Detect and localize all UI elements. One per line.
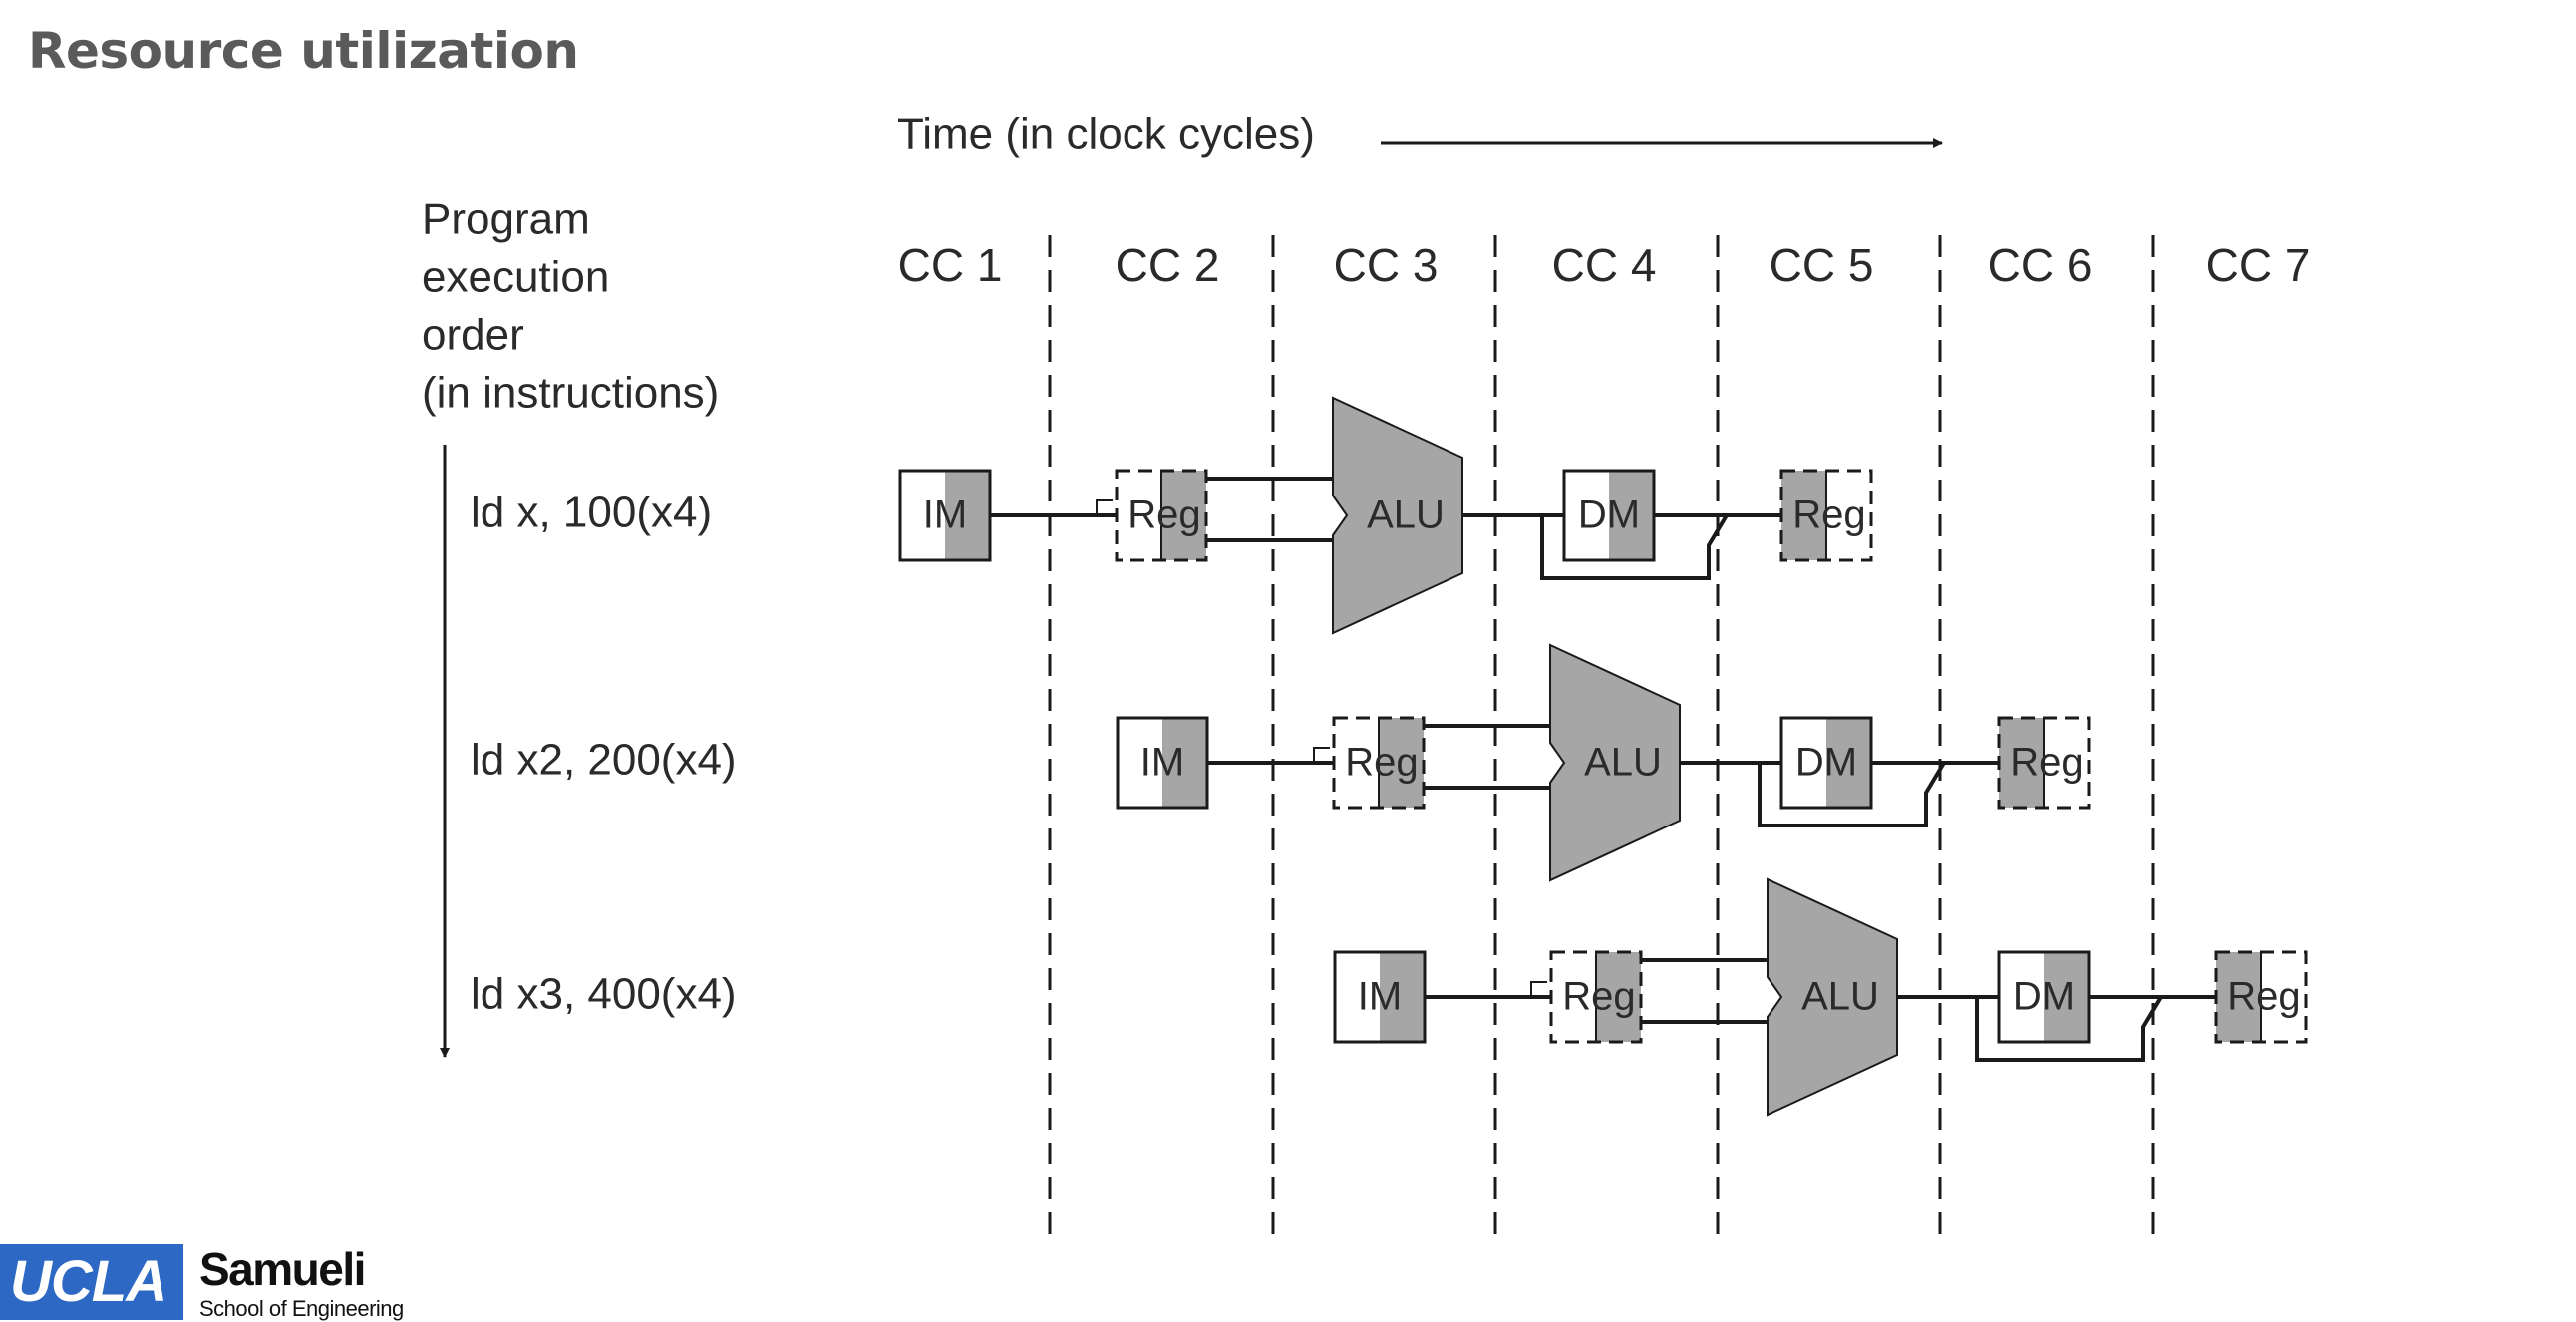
school-of-engineering-text: School of Engineering — [199, 1296, 404, 1321]
clock-cycle-label-3: CC 3 — [1334, 239, 1439, 291]
dm-shaded-half — [2044, 952, 2089, 1042]
slide-title: Resource utilization — [28, 22, 579, 80]
alu-label: ALU — [1584, 741, 1662, 785]
ucla-wordmark: UCLA — [0, 1244, 183, 1320]
execution-order-label-line: execution — [422, 253, 609, 302]
reg-write-shaded-half — [1781, 471, 1826, 560]
reg-read-label: Reg — [1345, 741, 1418, 785]
execution-order-label-line: (in instructions) — [422, 369, 719, 418]
instruction-row-3: ld x3, 400(x4) IM Reg ALU DM Reg — [471, 877, 2308, 1117]
instruction-row-2: ld x2, 200(x4) IM Reg ALU DM Reg — [471, 643, 2091, 882]
im-label: IM — [923, 494, 967, 537]
alu-shape — [1549, 643, 1681, 882]
dm-bypass-wire — [1758, 761, 1946, 827]
im-shaded-half — [945, 471, 990, 560]
dm-bypass-wire — [1540, 513, 1729, 580]
im-shaded-half — [1162, 718, 1207, 808]
clock-cycle-label-6: CC 6 — [1988, 239, 2093, 291]
instruction-row-1: ld x, 100(x4) IM Reg ALU DM Reg — [471, 396, 1873, 635]
reg-write-shaded-half — [1999, 718, 2044, 808]
dm-label: DM — [2013, 975, 2075, 1019]
reg-read-label: Reg — [1127, 494, 1200, 537]
reg-write-shaded-half — [2216, 952, 2261, 1042]
dm-bypass-wire — [1975, 995, 2163, 1062]
clock-cycle-label-5: CC 5 — [1770, 239, 1874, 291]
reg-read-shaded-half — [1596, 952, 1641, 1042]
instruction-label: ld x2, 200(x4) — [471, 736, 737, 785]
reg-read-shaded-half — [1379, 718, 1424, 808]
clock-cycle-label-2: CC 2 — [1116, 239, 1220, 291]
alu-shape — [1332, 396, 1463, 635]
dm-label: DM — [1795, 741, 1857, 785]
im-label: IM — [1140, 741, 1184, 785]
im-label: IM — [1358, 975, 1402, 1019]
alu-label: ALU — [1367, 494, 1445, 537]
clock-cycle-label-1: CC 1 — [898, 239, 1003, 291]
alu-label: ALU — [1801, 975, 1879, 1019]
reg-write-port-bracket — [1530, 981, 1547, 999]
im-shaded-half — [1380, 952, 1425, 1042]
reg-write-port-bracket — [1313, 747, 1330, 765]
reg-write-label: Reg — [2227, 975, 2300, 1019]
ucla-samueli-logo: UCLA Samueli School of Engineering — [0, 1243, 518, 1321]
execution-order-label-line: Program — [422, 195, 590, 244]
dm-shaded-half — [1826, 718, 1871, 808]
reg-read-shaded-half — [1161, 471, 1206, 560]
dm-label: DM — [1578, 494, 1640, 537]
execution-order-label-line: order — [422, 311, 524, 360]
alu-shape — [1767, 877, 1898, 1117]
clock-cycle-label-7: CC 7 — [2206, 239, 2311, 291]
reg-write-label: Reg — [1792, 494, 1865, 537]
instruction-label: ld x3, 400(x4) — [471, 970, 737, 1019]
time-axis-label: Time (in clock cycles) — [897, 110, 1315, 159]
reg-write-port-bracket — [1096, 499, 1113, 517]
clock-cycle-label-4: CC 4 — [1552, 239, 1657, 291]
reg-read-label: Reg — [1562, 975, 1635, 1019]
reg-write-label: Reg — [2010, 741, 2083, 785]
dm-shaded-half — [1609, 471, 1654, 560]
pipeline-diagram: Time (in clock cycles) Program execution or… — [422, 110, 2311, 1244]
instruction-label: ld x, 100(x4) — [471, 489, 712, 537]
samueli-wordmark: Samueli — [199, 1243, 366, 1295]
